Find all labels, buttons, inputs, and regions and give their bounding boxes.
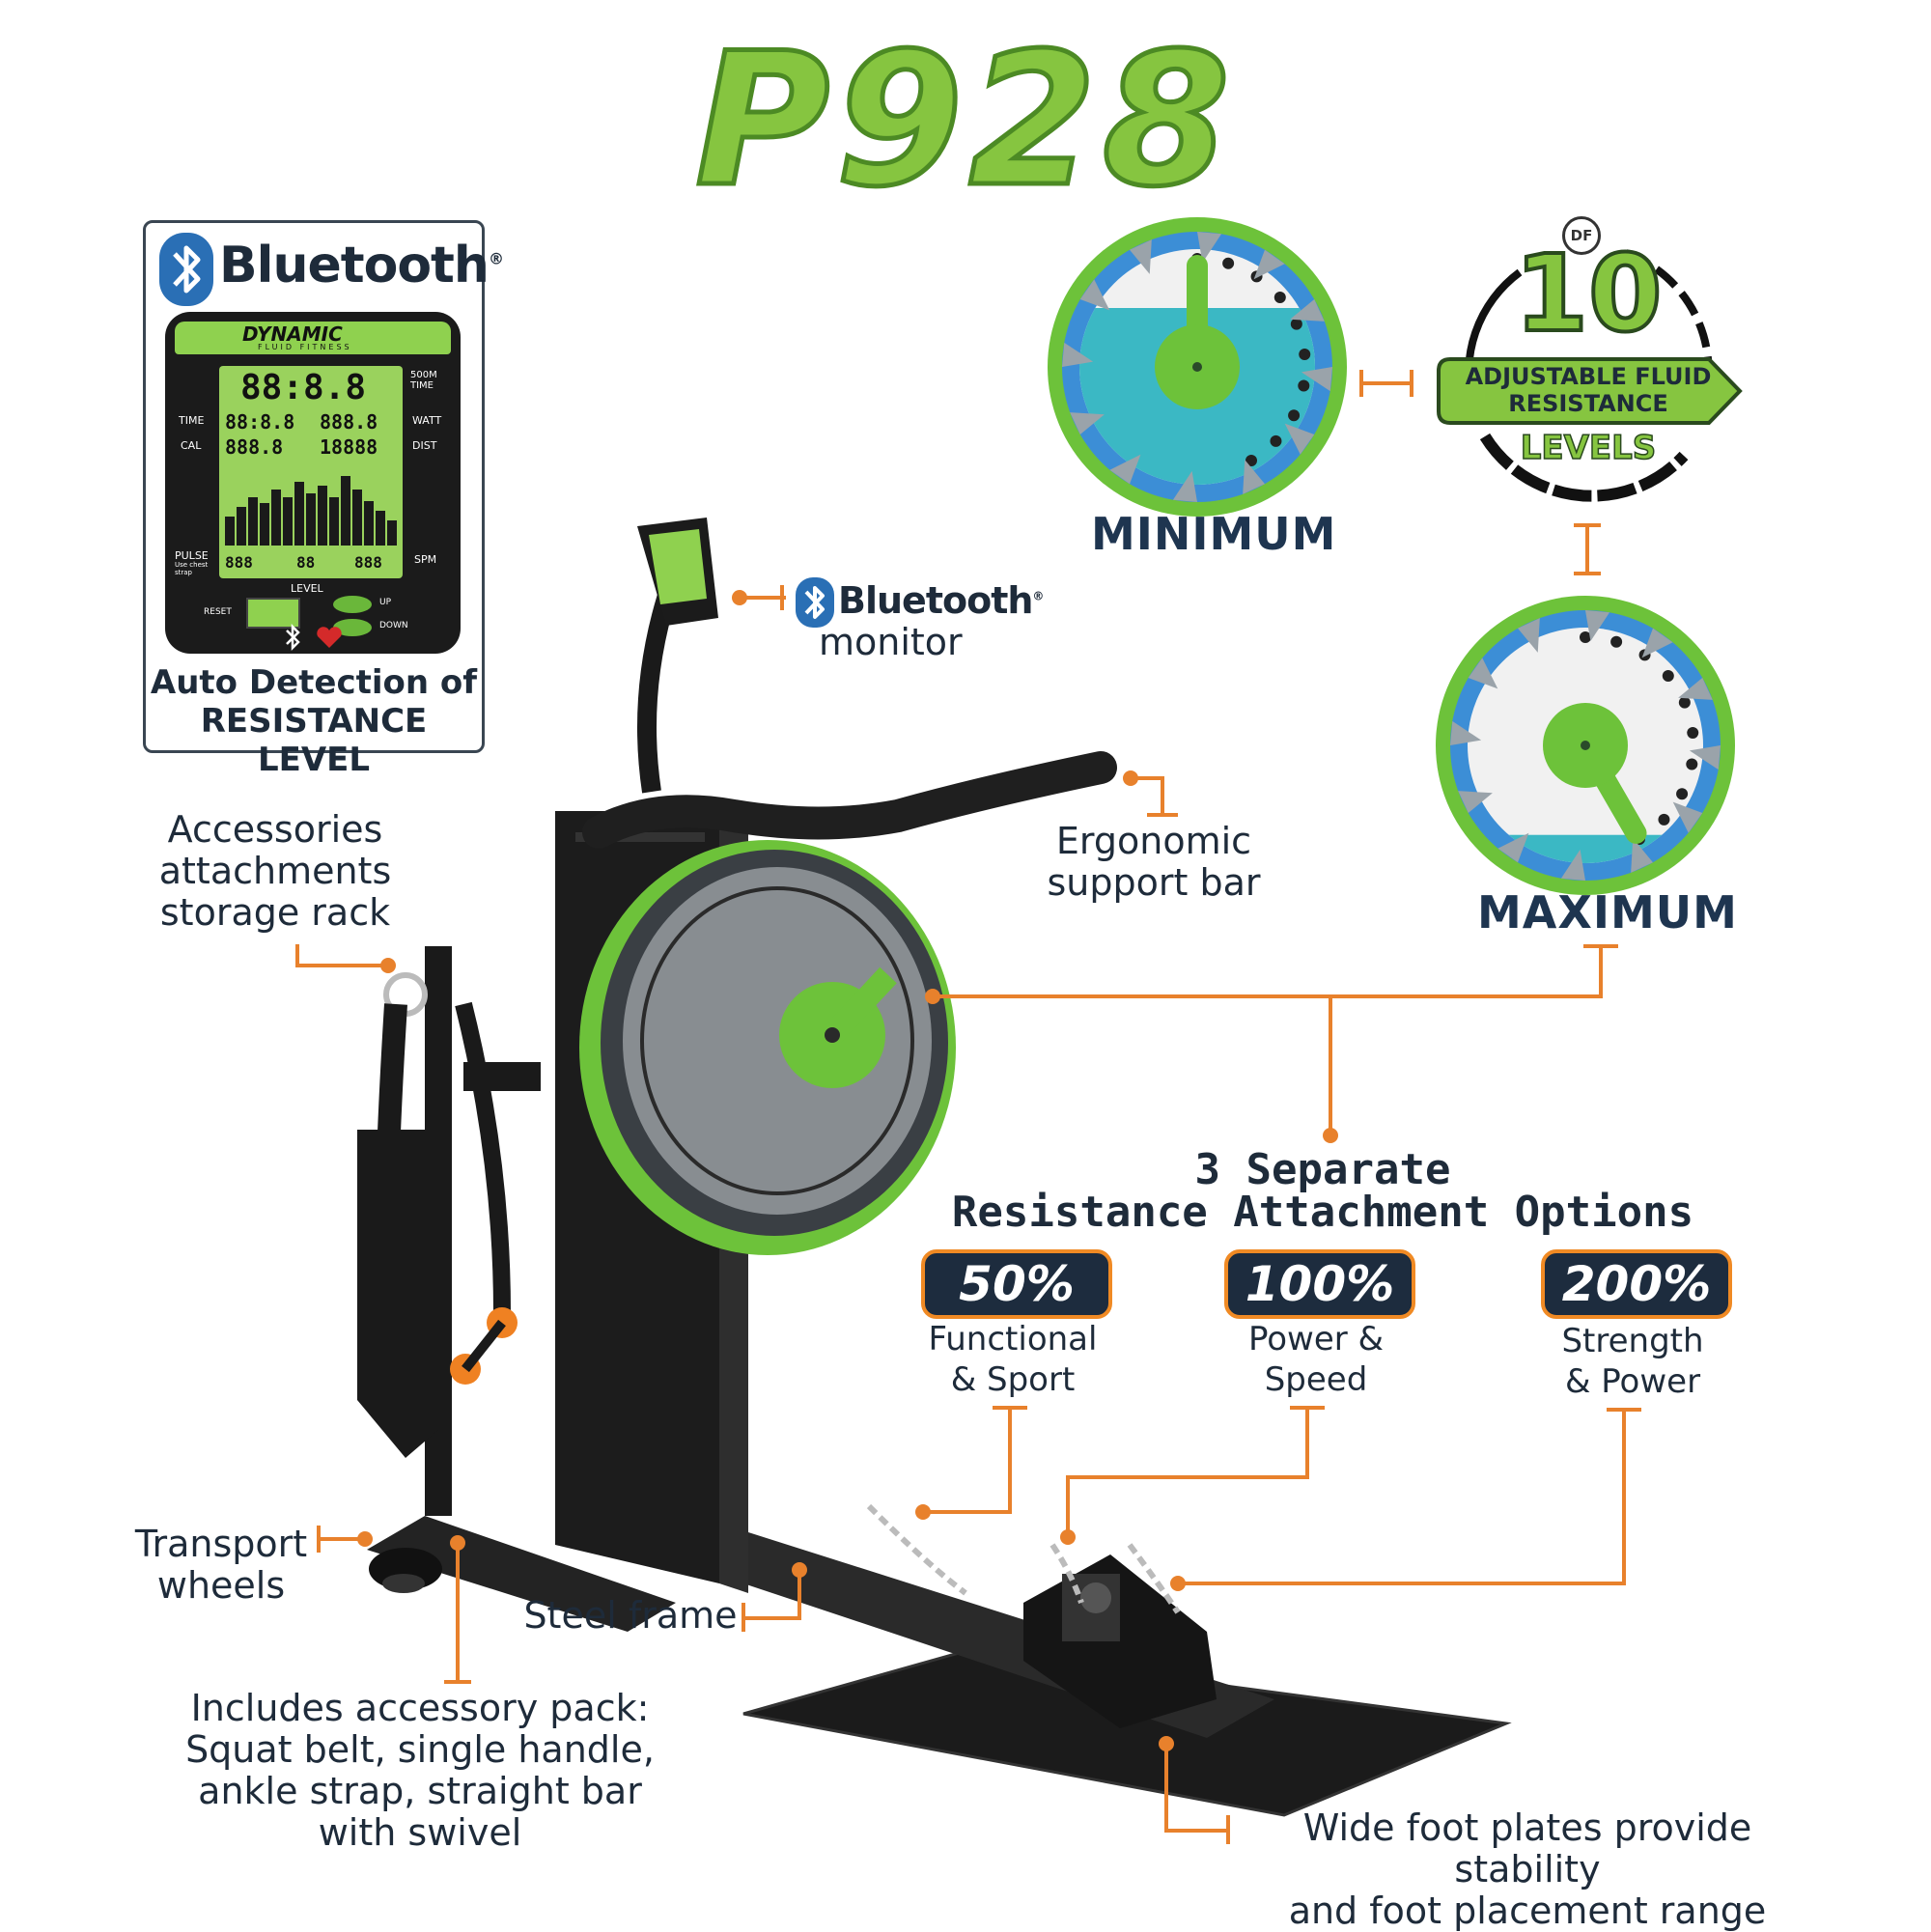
maximum-dial bbox=[1436, 596, 1735, 895]
console-display: DYNAMIC FLUID FITNESS 88:8.8 88:8.8 888.… bbox=[165, 312, 461, 654]
levels-text: ADJUSTABLE FLUID RESISTANCE bbox=[1465, 363, 1712, 417]
product-title: P928 bbox=[693, 14, 1236, 227]
option-100-badge: 100% bbox=[1224, 1249, 1415, 1319]
dial-connector-h bbox=[1361, 381, 1412, 385]
foot-plate-leader bbox=[1164, 1744, 1168, 1833]
df-logo: DF bbox=[1562, 216, 1601, 255]
max-fin bbox=[1518, 618, 1540, 653]
levels-banner bbox=[1437, 357, 1743, 425]
foot-plate-callout: Wide foot plates provide stability and f… bbox=[1288, 1806, 1767, 1932]
lcd-screen: 88:8.8 88:8.8 888.8 888.8 18888 888 88 8… bbox=[219, 366, 403, 578]
accessory-pack-leader bbox=[456, 1545, 460, 1682]
steel-frame-leader bbox=[798, 1570, 801, 1618]
support-bar-callout: Ergonomic support bar bbox=[1047, 820, 1261, 904]
min-fin bbox=[1130, 239, 1152, 274]
bluetooth-icon bbox=[159, 233, 213, 306]
max-tick-8 bbox=[1676, 788, 1689, 800]
min-tick-4 bbox=[1273, 292, 1286, 304]
dial-connector-v bbox=[1585, 525, 1589, 574]
option-50-badge: 50% bbox=[921, 1249, 1112, 1319]
max-fin bbox=[1585, 610, 1610, 642]
monitor-bluetooth-word: Bluetooth® bbox=[838, 579, 1044, 622]
option-100-label: Power & Speed bbox=[1247, 1320, 1385, 1399]
reset-button[interactable] bbox=[246, 598, 300, 629]
min-tick-2 bbox=[1222, 257, 1235, 269]
handle-strap bbox=[455, 1001, 511, 1314]
card-caption-line1: Auto Detection of bbox=[150, 663, 478, 702]
min-fin bbox=[1243, 460, 1265, 494]
support-bar-leader bbox=[1130, 776, 1164, 780]
max-tick-9 bbox=[1658, 813, 1670, 826]
max-tick-4 bbox=[1662, 670, 1674, 683]
bluetooth-heart-icons bbox=[286, 623, 342, 652]
card-caption-line2: RESISTANCE LEVEL bbox=[200, 702, 428, 779]
min-fin bbox=[1301, 367, 1332, 392]
min-tick-7 bbox=[1298, 379, 1310, 392]
tank-pointer bbox=[824, 966, 897, 1044]
min-fin bbox=[1290, 299, 1325, 322]
max-fin bbox=[1672, 801, 1703, 833]
minimum-dial bbox=[1048, 217, 1347, 517]
transport-leader bbox=[319, 1537, 363, 1541]
min-fin bbox=[1253, 249, 1285, 280]
max-fin bbox=[1678, 678, 1713, 700]
minimum-label: MINIMUM bbox=[1091, 508, 1337, 560]
monitor-bluetooth-icon bbox=[796, 577, 834, 628]
tank-leader bbox=[933, 994, 1603, 998]
storage-rack-callout: Accessories attachments storage rack bbox=[158, 808, 392, 934]
option-50-label: Functional & Sport bbox=[928, 1320, 1098, 1399]
min-fin bbox=[1172, 470, 1197, 502]
console-brand-bar: DYNAMIC FLUID FITNESS bbox=[175, 322, 451, 354]
max-fin bbox=[1458, 791, 1493, 813]
min-fin bbox=[1062, 342, 1094, 367]
max-fin bbox=[1468, 658, 1498, 689]
option-200-leader bbox=[1622, 1410, 1626, 1585]
max-tick-7 bbox=[1686, 758, 1698, 770]
lcd-bar-graph bbox=[225, 476, 397, 546]
min-fin bbox=[1079, 279, 1110, 311]
max-fin bbox=[1450, 720, 1482, 745]
max-tick-6 bbox=[1687, 726, 1699, 739]
rack-leader bbox=[295, 964, 386, 967]
max-fin bbox=[1641, 628, 1673, 658]
bluetooth-wordmark: Bluetooth® bbox=[219, 237, 504, 294]
max-tick-5 bbox=[1678, 696, 1691, 709]
support-bar bbox=[582, 751, 1117, 849]
option-200-label: Strength & Power bbox=[1561, 1322, 1704, 1401]
max-tick-1 bbox=[1580, 631, 1591, 643]
max-fin bbox=[1497, 832, 1529, 863]
option-100-leader bbox=[1305, 1408, 1309, 1479]
max-tick-2 bbox=[1610, 635, 1623, 648]
min-tick-10 bbox=[1245, 454, 1257, 466]
min-tick-6 bbox=[1299, 348, 1311, 360]
accessory-pack-callout: Includes accessory pack: Squat belt, sin… bbox=[185, 1687, 655, 1854]
down-button[interactable] bbox=[333, 619, 372, 636]
max-fin bbox=[1560, 849, 1585, 881]
min-tick-9 bbox=[1270, 434, 1282, 447]
maximum-label: MAXIMUM bbox=[1477, 886, 1738, 938]
options-heading: 3 Separate Resistance Attachment Options bbox=[951, 1145, 1694, 1237]
min-fin bbox=[1070, 412, 1105, 434]
min-tick-5 bbox=[1290, 318, 1302, 330]
steel-frame-callout: Steel frame bbox=[523, 1594, 738, 1637]
monitor-callout: monitor bbox=[819, 621, 963, 663]
min-fin bbox=[1197, 232, 1222, 264]
foot-plate bbox=[743, 1651, 1506, 1815]
up-button[interactable] bbox=[333, 596, 372, 613]
transport-callout: Transport wheels bbox=[134, 1523, 308, 1607]
max-fin bbox=[1689, 745, 1721, 770]
option-50-leader bbox=[1008, 1408, 1012, 1514]
min-tick-8 bbox=[1288, 409, 1301, 422]
levels-number: 10 bbox=[1512, 232, 1664, 355]
levels-word: LEVELS bbox=[1520, 428, 1657, 468]
bluetooth-console-card: Bluetooth® DYNAMIC FLUID FITNESS 88:8.8 … bbox=[143, 220, 504, 779]
max-fin bbox=[1631, 838, 1653, 873]
min-fin bbox=[1284, 423, 1315, 455]
monitor-leader bbox=[740, 596, 786, 600]
min-fin bbox=[1109, 454, 1141, 485]
option-200-badge: 200% bbox=[1541, 1249, 1732, 1319]
